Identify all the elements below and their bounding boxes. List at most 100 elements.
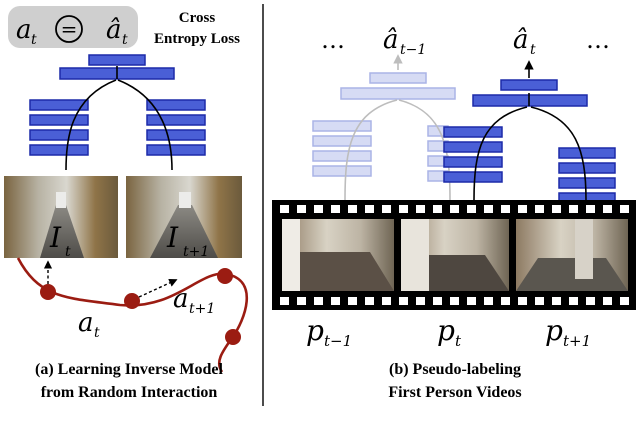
sprocket-bottom-15 (518, 297, 527, 305)
current-encoder-left-2 (443, 141, 503, 153)
current-encoder-right-3 (558, 177, 616, 189)
sprocket-top-13 (484, 205, 493, 213)
network-current (443, 60, 616, 204)
current-head-bottom (472, 94, 588, 107)
sprocket-bottom-16 (535, 297, 544, 305)
sprocket-top-14 (501, 205, 510, 213)
faded-wire-right (398, 99, 451, 201)
current-encoder-left-1 (443, 126, 503, 138)
sprocket-top-9 (416, 205, 425, 213)
faded-head-bottom (340, 87, 456, 100)
frame-right: I t+1 (126, 176, 242, 260)
film-label-3-var: p (545, 314, 563, 347)
head-layer-top (88, 54, 146, 66)
film-frame-1-floor (282, 252, 394, 291)
sprocket-top-18 (569, 205, 578, 213)
sprocket-top-2 (297, 205, 306, 213)
film-label-1-var: p (306, 314, 324, 347)
sprocket-bottom-14 (501, 297, 510, 305)
loss-label-line2: Entropy Loss (154, 31, 240, 47)
current-encoder-left-3 (443, 156, 503, 168)
trajectory-point-2 (124, 293, 140, 309)
film-frame-2-door (401, 219, 429, 291)
sprocket-bottom-17 (552, 297, 561, 305)
inverse-model-head (59, 54, 175, 80)
sprocket-bottom-7 (382, 297, 391, 305)
sprocket-top-1 (280, 205, 289, 213)
sprocket-bottom-2 (297, 297, 306, 305)
faded-encoder-left-3 (312, 150, 372, 162)
wire-right (117, 79, 173, 171)
sprocket-bottom-10 (433, 297, 442, 305)
faded-wire-left (344, 99, 398, 201)
current-wire-left (473, 106, 528, 201)
caption-b-line1: (b) Pseudo-labeling (389, 361, 521, 378)
film-frame-1-door (282, 219, 300, 291)
film-frame-3-door (575, 219, 593, 279)
frame-left-var: I (49, 221, 62, 254)
film-frame-3-floor (516, 258, 628, 291)
caption-b-line2: First Person Videos (388, 384, 521, 401)
film-labels: p t−1 p t p t+1 (306, 314, 591, 350)
pred-curr-sub: t (530, 42, 536, 58)
faded-encoder-left-4 (312, 165, 372, 177)
frame-right-sub: t+1 (183, 244, 209, 260)
action-left-var: a (78, 308, 94, 338)
sprocket-top-3 (314, 205, 323, 213)
action-right-var: a (173, 284, 189, 314)
film-frame-1 (282, 219, 394, 291)
film-frame-3 (516, 219, 628, 291)
sprocket-top-6 (365, 205, 374, 213)
frame-left: I t (4, 176, 118, 260)
caption-a-line1: (a) Learning Inverse Model (35, 361, 224, 378)
trajectory-point-4 (225, 329, 241, 345)
frame-left-end (56, 192, 66, 208)
loss-equal-circle (55, 15, 83, 43)
film-label-1-sub: t−1 (324, 332, 352, 350)
film-strip (272, 200, 636, 310)
ellipsis-left: … (321, 26, 345, 54)
sprocket-bottom-18 (569, 297, 578, 305)
sprocket-top-16 (535, 205, 544, 213)
encoder-left (29, 99, 89, 156)
pred-prev-var: â (383, 25, 399, 55)
trajectory-point-1 (40, 284, 56, 300)
sprocket-bottom-3 (314, 297, 323, 305)
encoder-right-layer-4 (146, 144, 206, 156)
current-encoder-right-1 (558, 147, 616, 159)
current-encoder-left-4 (443, 171, 503, 183)
loss-rhs-sub: t (122, 32, 128, 48)
faded-head-top (369, 72, 427, 84)
trajectory: a t a t+1 (16, 257, 248, 373)
loss-lhs-sub: t (31, 32, 37, 48)
film-label-2-sub: t (455, 332, 462, 350)
panel-b: … … â t−1 â t (272, 25, 636, 401)
sprocket-top-7 (382, 205, 391, 213)
sprocket-bottom-19 (586, 297, 595, 305)
sprocket-top-10 (433, 205, 442, 213)
wire-left (65, 79, 117, 171)
frame-left-sub: t (65, 244, 71, 260)
encoder-left-layer-1 (29, 99, 89, 111)
current-encoder-right-2 (558, 162, 616, 174)
frame-left-floor (40, 205, 84, 258)
encoder-right-layer-1 (146, 99, 206, 111)
sprocket-bottom-4 (331, 297, 340, 305)
loss-lhs: a (16, 15, 32, 45)
sprocket-bottom-6 (365, 297, 374, 305)
faded-encoder-left-1 (312, 120, 372, 132)
sprocket-top-12 (467, 205, 476, 213)
current-wire-right (530, 106, 587, 201)
film-sprockets-bottom (280, 297, 629, 305)
sprocket-bottom-1 (280, 297, 289, 305)
panel-a: a t = â t Cross Entropy Loss (4, 6, 248, 401)
sprocket-top-20 (603, 205, 612, 213)
sprocket-top-5 (348, 205, 357, 213)
film-label-3-sub: t+1 (563, 332, 591, 350)
film-label-2-var: p (437, 314, 455, 347)
sprocket-bottom-21 (620, 297, 629, 305)
sprocket-top-17 (552, 205, 561, 213)
action-right-sub: t+1 (189, 301, 215, 317)
encoder-right (146, 99, 206, 156)
loss-label-line1: Cross (179, 10, 216, 26)
